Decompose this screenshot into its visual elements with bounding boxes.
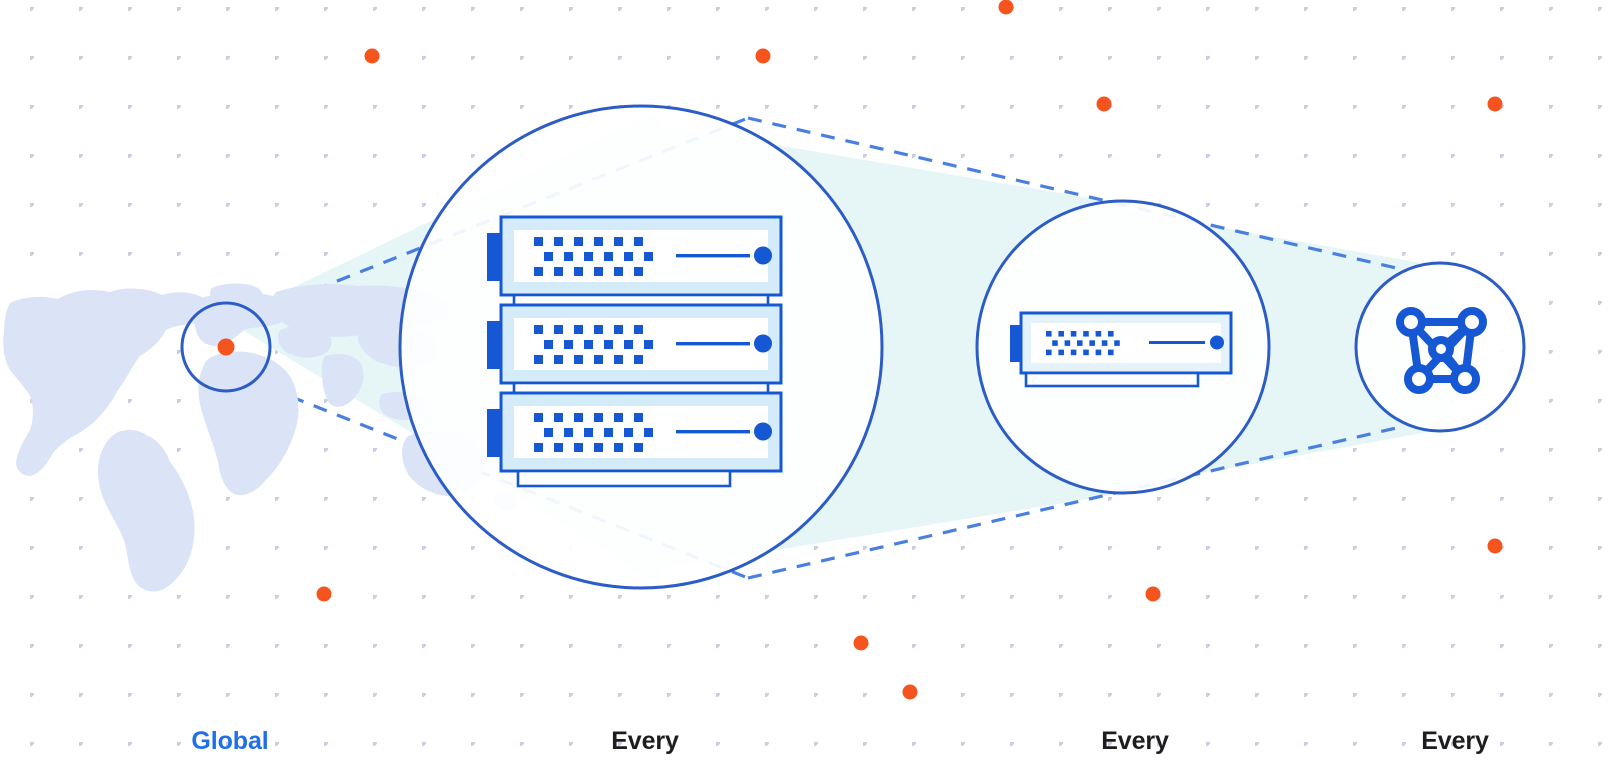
server-rack-icon [487, 217, 781, 488]
accent-dot [364, 48, 380, 64]
accent-dot [755, 48, 771, 64]
dashed-line-dc-server-bottom [747, 426, 1397, 580]
map-focus-circle [180, 301, 272, 393]
accent-dot [316, 586, 332, 602]
accent-dot [1096, 96, 1112, 112]
accent-dot [1145, 586, 1161, 602]
network-graph-nodes [1396, 307, 1487, 394]
accent-dot [1487, 538, 1503, 554]
accent-dot [1487, 96, 1503, 112]
world-map-icon [3, 283, 517, 592]
dashed-line-dc-server-top [747, 116, 1397, 270]
accent-dot-group [316, 0, 1503, 700]
accent-dot [998, 0, 1014, 15]
single-server-icon [1010, 313, 1231, 388]
accent-dot [853, 635, 869, 651]
server-base-shelf [1024, 371, 1200, 388]
rack-base-shelf [516, 469, 732, 488]
accent-dot [902, 684, 918, 700]
map-location-pin-icon [217, 338, 235, 356]
